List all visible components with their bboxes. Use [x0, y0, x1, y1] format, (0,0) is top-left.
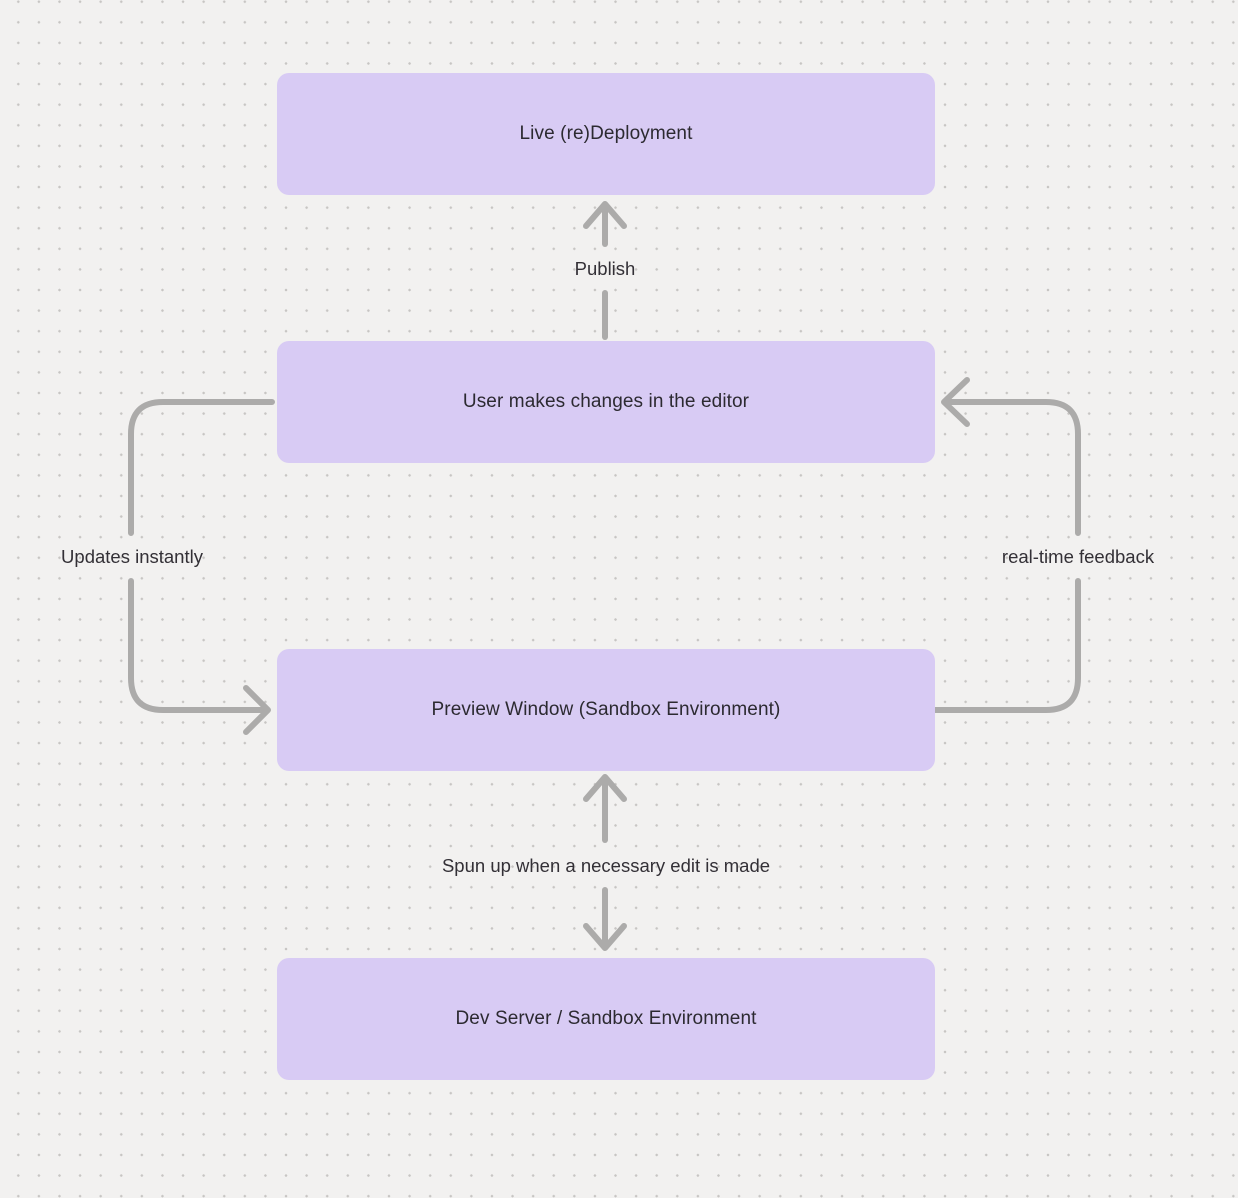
edge-label-updates-instantly: Updates instantly: [61, 546, 203, 567]
node-live-redeployment[interactable]: Live (re)Deployment: [277, 73, 935, 195]
node-user-editor[interactable]: User makes changes in the editor: [277, 341, 935, 463]
edge-label-spun-up: Spun up when a necessary edit is made: [441, 855, 771, 876]
arrow-down-icon: [583, 923, 627, 951]
edge-publish: [583, 201, 627, 340]
node-label: Dev Server / Sandbox Environment: [455, 1008, 757, 1029]
node-label: Live (re)Deployment: [519, 123, 693, 144]
edge-spun-up: [583, 774, 627, 951]
node-label: Preview Window (Sandbox Environment): [431, 699, 781, 720]
edge-real-time-feedback: [931, 377, 1081, 713]
arrow-right-icon: [243, 685, 271, 735]
edge-label-publish: Publish: [574, 258, 636, 279]
edge-label-real-time-feedback: real-time feedback: [1001, 546, 1155, 567]
edge-updates-instantly: [128, 399, 275, 735]
node-dev-server[interactable]: Dev Server / Sandbox Environment: [277, 958, 935, 1080]
node-preview-window[interactable]: Preview Window (Sandbox Environment): [277, 649, 935, 771]
node-label: User makes changes in the editor: [462, 391, 750, 412]
arrow-left-icon: [941, 377, 970, 427]
